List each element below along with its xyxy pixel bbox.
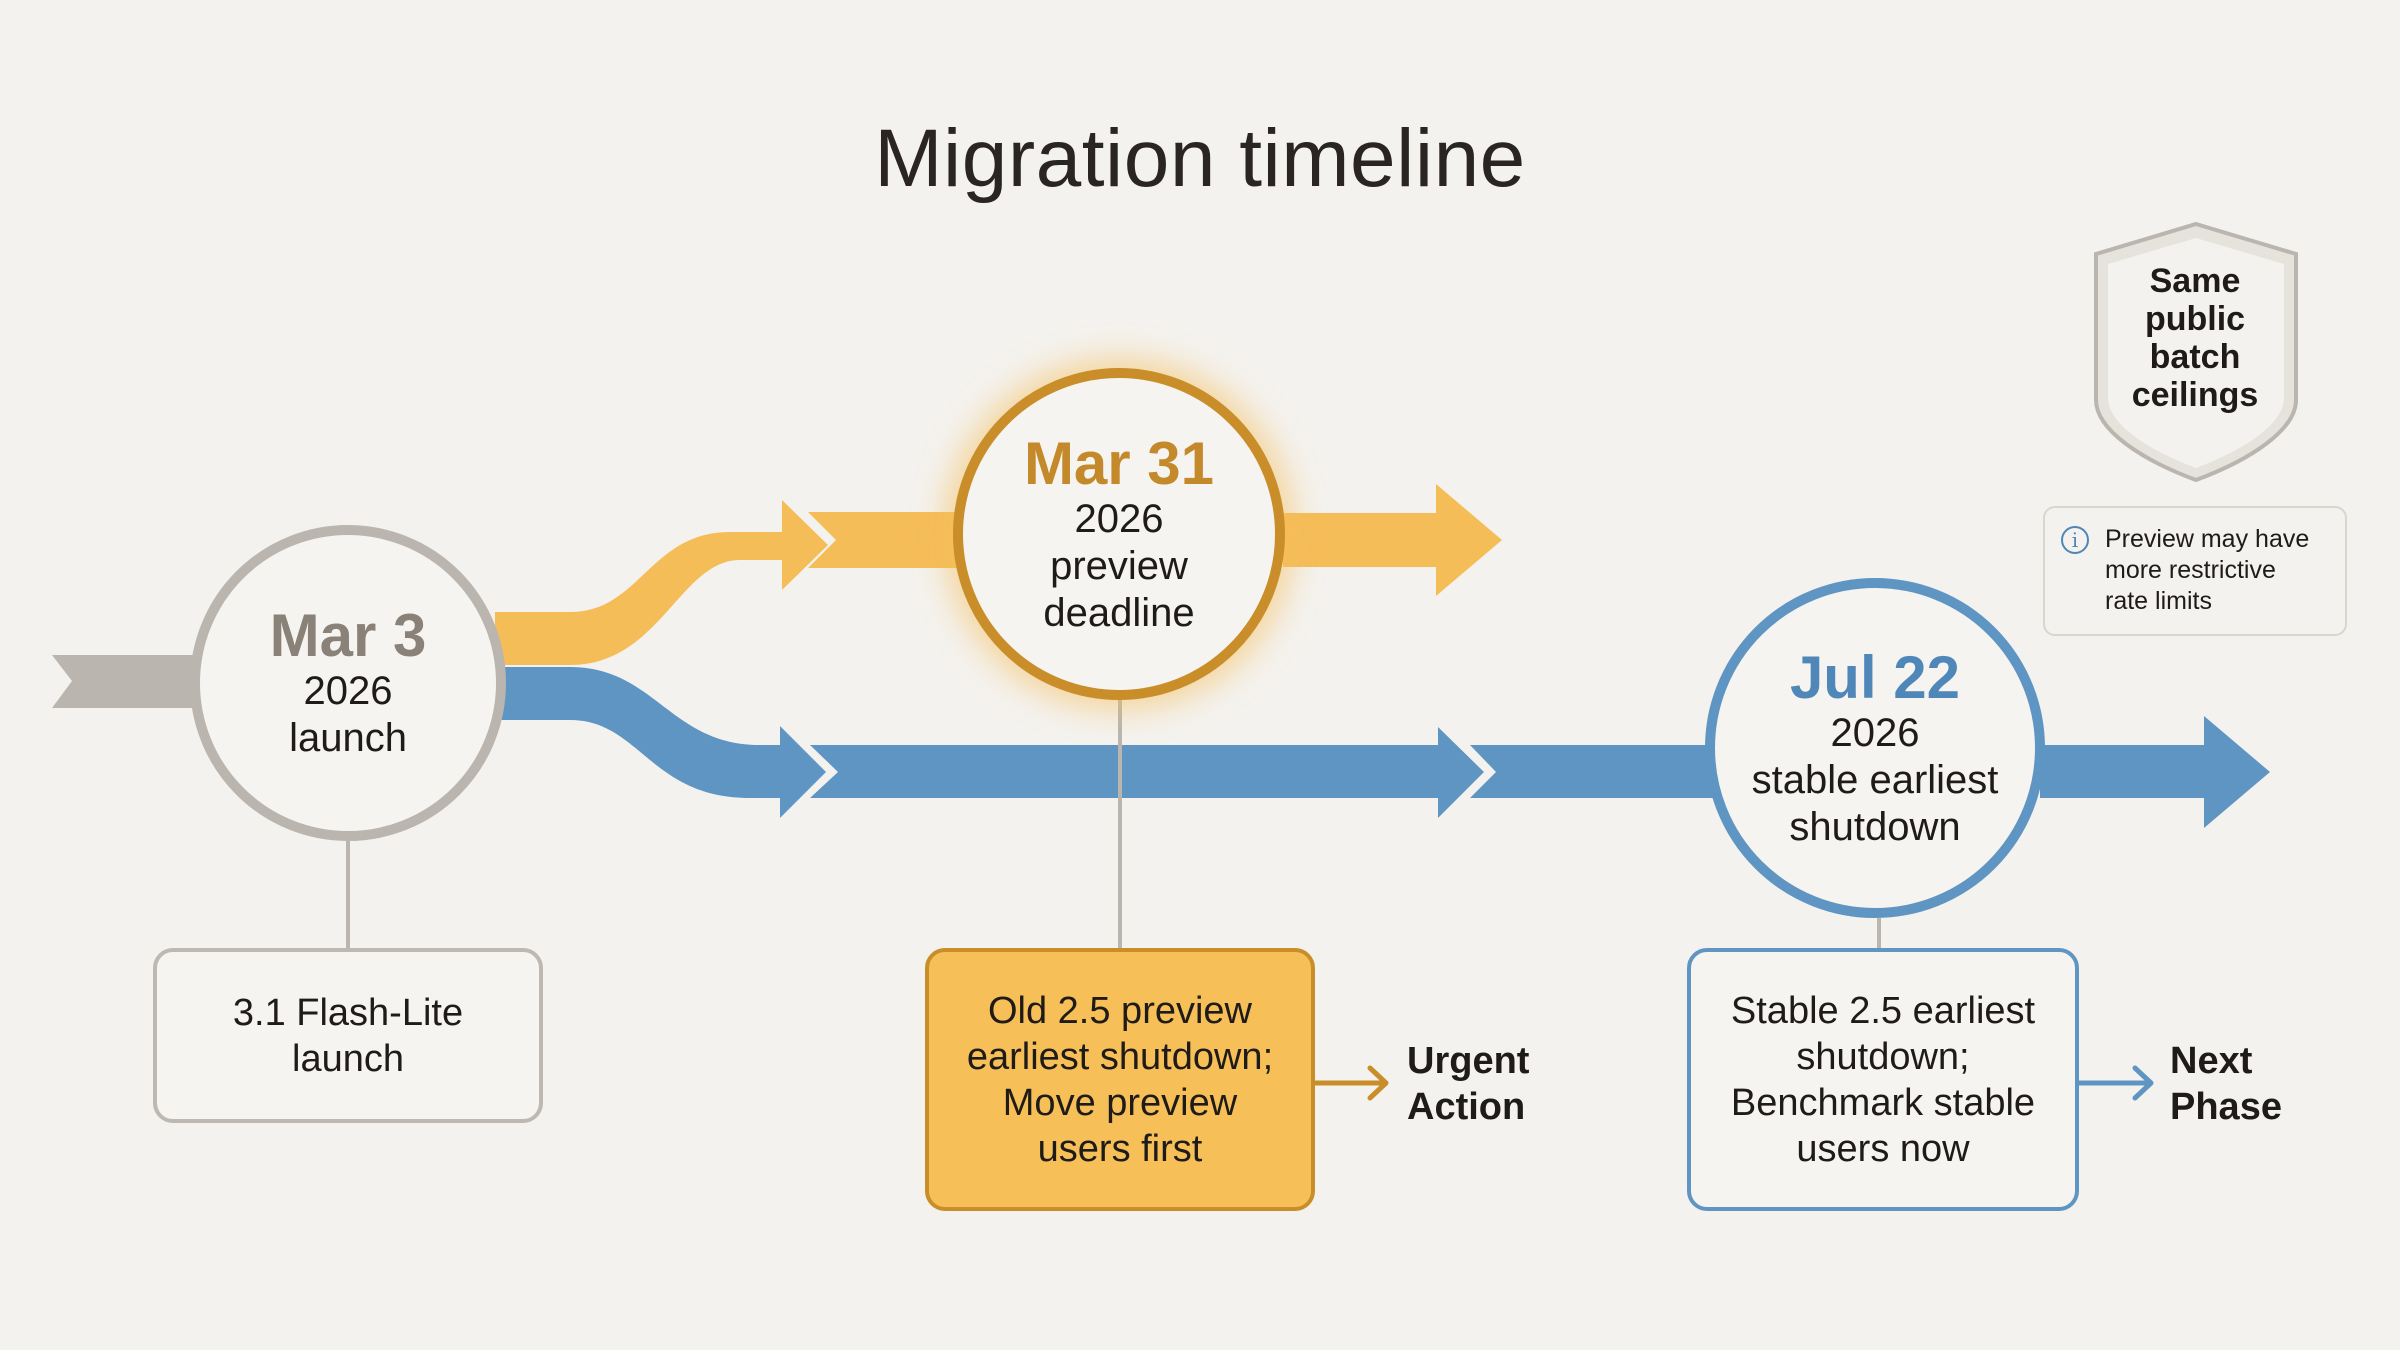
milestone-date: Jul 22 bbox=[1789, 643, 1961, 711]
tag-line: Action bbox=[1407, 1086, 1526, 1128]
info-line: more restrictive bbox=[2105, 556, 2276, 584]
stable-track-segment-2 bbox=[1470, 745, 1715, 798]
card-line: users now bbox=[1796, 1127, 1970, 1170]
shield-line: ceilings bbox=[2131, 376, 2259, 414]
stable-card: Stable 2.5 earliest shutdown; Benchmark … bbox=[1687, 948, 2079, 1211]
card-line: launch bbox=[292, 1037, 404, 1080]
connector-line-preview bbox=[1118, 700, 1122, 948]
tag-line: Next bbox=[2170, 1040, 2253, 1082]
info-icon: i bbox=[2061, 526, 2089, 554]
milestone-label: preview bbox=[1050, 543, 1188, 588]
shield-label: Same public batch ceilings bbox=[2095, 262, 2295, 414]
tag-line: Phase bbox=[2170, 1086, 2282, 1128]
milestone-year: 2026 bbox=[1074, 496, 1164, 541]
card-line: 3.1 Flash-Lite bbox=[232, 991, 464, 1034]
launch-card: 3.1 Flash-Lite launch bbox=[153, 948, 543, 1123]
preview-track-curve bbox=[495, 500, 828, 665]
urgent-card: Old 2.5 preview earliest shutdown; Move … bbox=[925, 948, 1315, 1211]
milestone-label: stable earliest bbox=[1751, 757, 1999, 802]
shield-line: Same bbox=[2149, 262, 2241, 300]
info-line: rate limits bbox=[2105, 587, 2212, 615]
card-line: Move preview bbox=[1002, 1081, 1238, 1124]
milestone-label: launch bbox=[289, 716, 407, 760]
milestone-date: Mar 3 bbox=[269, 602, 427, 669]
shield-icon bbox=[2094, 221, 2298, 483]
page-title: Migration timeline bbox=[874, 113, 1526, 204]
milestone-label: shutdown bbox=[1789, 804, 1961, 849]
info-note: i Preview may have more restrictive rate… bbox=[2043, 506, 2347, 636]
milestone-launch: Mar 3 2026 launch bbox=[190, 525, 506, 841]
card-line: Old 2.5 preview bbox=[987, 989, 1252, 1032]
start-ribbon bbox=[52, 655, 200, 708]
card-line: earliest shutdown; bbox=[966, 1035, 1274, 1078]
tag-line: Urgent bbox=[1407, 1040, 1530, 1082]
card-line: Benchmark stable bbox=[1730, 1081, 2036, 1124]
milestone-preview-deadline: Mar 31 2026 preview deadline bbox=[953, 368, 1285, 700]
urgent-action-tag: Urgent Action bbox=[1407, 1038, 1529, 1130]
milestone-date: Mar 31 bbox=[1023, 429, 1215, 497]
shield-line: batch bbox=[2149, 338, 2241, 376]
connector-line-stable bbox=[1877, 918, 1881, 948]
milestone-year: 2026 bbox=[1830, 710, 1920, 755]
stable-track-arrow bbox=[2040, 716, 2270, 828]
milestone-label: deadline bbox=[1043, 590, 1195, 635]
connector-line-launch bbox=[346, 841, 350, 948]
shield-line: public bbox=[2144, 300, 2246, 338]
card-line: Stable 2.5 earliest bbox=[1730, 989, 2036, 1032]
preview-track-segment bbox=[808, 512, 965, 568]
next-arrow-icon bbox=[2076, 1065, 2154, 1101]
milestone-stable-shutdown: Jul 22 2026 stable earliest shutdown bbox=[1705, 578, 2045, 918]
preview-track-arrow bbox=[1283, 484, 1502, 596]
urgent-arrow-icon bbox=[1312, 1065, 1389, 1101]
card-line: shutdown; bbox=[1796, 1035, 1970, 1078]
milestone-year: 2026 bbox=[303, 669, 393, 713]
info-line: Preview may have bbox=[2105, 525, 2310, 553]
card-line: users first bbox=[1037, 1127, 1203, 1170]
stable-track-segment-1 bbox=[810, 727, 1484, 818]
next-phase-tag: Next Phase bbox=[2170, 1038, 2282, 1130]
stable-track-curve bbox=[495, 667, 826, 818]
